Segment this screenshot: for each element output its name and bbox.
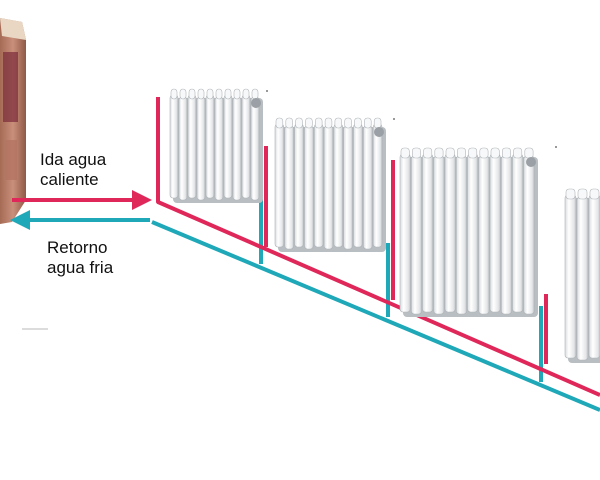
- return-label: Retorno agua fria: [47, 238, 113, 278]
- supply-label: Ida agua caliente: [40, 150, 106, 190]
- boiler-icon: [0, 18, 26, 224]
- radiator-icon: [169, 88, 263, 203]
- radiator-icon: [564, 188, 600, 363]
- return-label-line2: agua fria: [47, 258, 114, 277]
- radiator-icon: [399, 147, 538, 317]
- dot-marks: [266, 90, 557, 148]
- return-pipe: [151, 192, 600, 412]
- radiator-icon: [274, 117, 386, 252]
- return-label-line1: Retorno: [47, 238, 108, 257]
- supply-label-line1: Ida agua: [40, 150, 107, 169]
- supply-label-line2: caliente: [40, 170, 99, 189]
- supply-pipe: [156, 97, 600, 397]
